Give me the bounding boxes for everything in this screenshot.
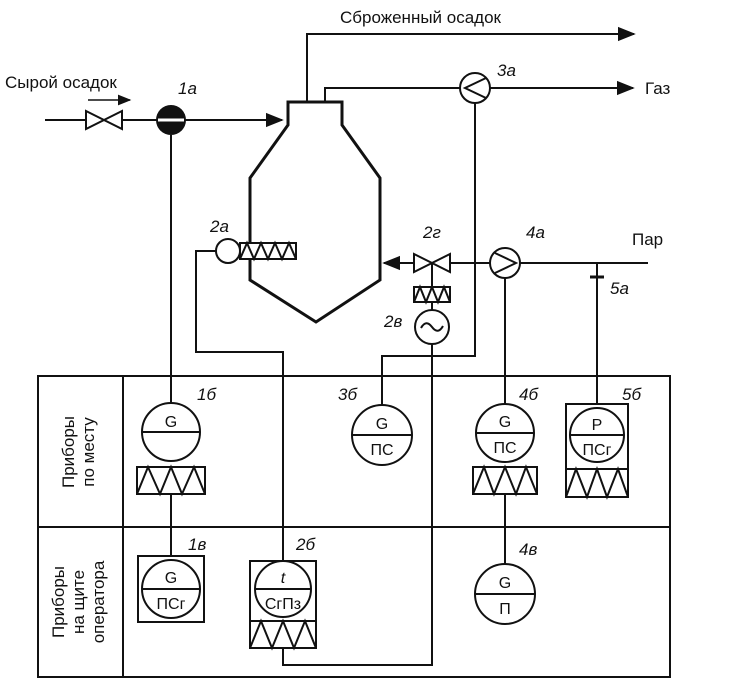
instrument-4v-type: G (499, 575, 511, 592)
instrument-panel-table (37, 375, 671, 678)
gas-flowmeter-3a (459, 72, 491, 104)
gas-label: Газ (645, 79, 671, 98)
instrument-2b: t СгПз (249, 560, 317, 651)
tag-4a: 4а (526, 223, 545, 242)
tag-1v: 1в (188, 535, 206, 554)
instrument-5b-func: ПСг (583, 442, 612, 459)
tag-1b: 1б (197, 385, 217, 404)
instrument-1b: G (136, 402, 206, 497)
tag-5b: 5б (622, 385, 642, 404)
steam-valve-2g (413, 252, 451, 305)
tag-1a: 1а (178, 79, 197, 98)
instrument-4v: G П (474, 563, 536, 625)
row-header-local-line1: Приборы (59, 416, 78, 488)
instrument-1v: G ПСг (137, 555, 205, 623)
tag-3b: 3б (338, 385, 358, 404)
instrument-3b-func: ПС (370, 442, 393, 459)
instrument-3b: G ПС (351, 404, 413, 466)
gas-line (324, 80, 635, 102)
tag-4v: 4в (519, 540, 537, 559)
instrument-5b-type: P (592, 417, 603, 434)
digested-sludge-line (306, 26, 636, 102)
row-header-operator: Приборы на щите оператора (49, 560, 108, 643)
instrument-2b-type: t (281, 570, 286, 587)
temperature-sensor-2a (215, 238, 297, 264)
inlet-valve (85, 109, 123, 131)
row-header-local: Приборы по месту (59, 416, 98, 488)
instrument-1v-type: G (165, 570, 177, 587)
tag-2a: 2а (209, 217, 229, 236)
signal-3a-3b (381, 103, 476, 405)
tag-2v: 2в (383, 312, 402, 331)
steam-label: Пар (632, 230, 663, 249)
row-header-local-line2: по месту (79, 417, 98, 487)
valve-actuator-2v (414, 302, 450, 345)
signal-2a-2b (195, 250, 284, 561)
row-header-operator-line3: оператора (89, 560, 108, 643)
tag-2b: 2б (295, 535, 316, 554)
steam-flowmeter-4a (489, 247, 521, 279)
instrument-1b-type: G (165, 414, 177, 431)
instrument-4b-type: G (499, 414, 511, 431)
instrument-3b-type: G (376, 416, 388, 433)
tag-5a: 5а (610, 279, 629, 298)
instrument-4b: G ПС (472, 403, 538, 497)
tag-3a: 3а (497, 61, 516, 80)
pressure-tap-5a (590, 263, 604, 279)
instrument-4v-func: П (499, 601, 511, 618)
raw-sludge-label: Сырой осадок (5, 73, 117, 92)
tag-4b: 4б (519, 385, 539, 404)
digester-tank (248, 100, 382, 324)
digested-sludge-label: Сброженный осадок (340, 8, 502, 27)
instrument-2b-func: СгПз (265, 596, 301, 613)
signal-2b-2v (282, 344, 433, 666)
tag-2g: 2г (422, 223, 441, 242)
instrument-4b-func: ПС (493, 440, 516, 457)
row-header-operator-line1: Приборы (49, 566, 68, 638)
instrument-1v-func: ПСг (157, 596, 186, 613)
row-header-operator-line2: на щите (69, 570, 88, 634)
flow-sensor-1a (156, 105, 186, 135)
instrument-5b: P ПСг (565, 403, 629, 500)
